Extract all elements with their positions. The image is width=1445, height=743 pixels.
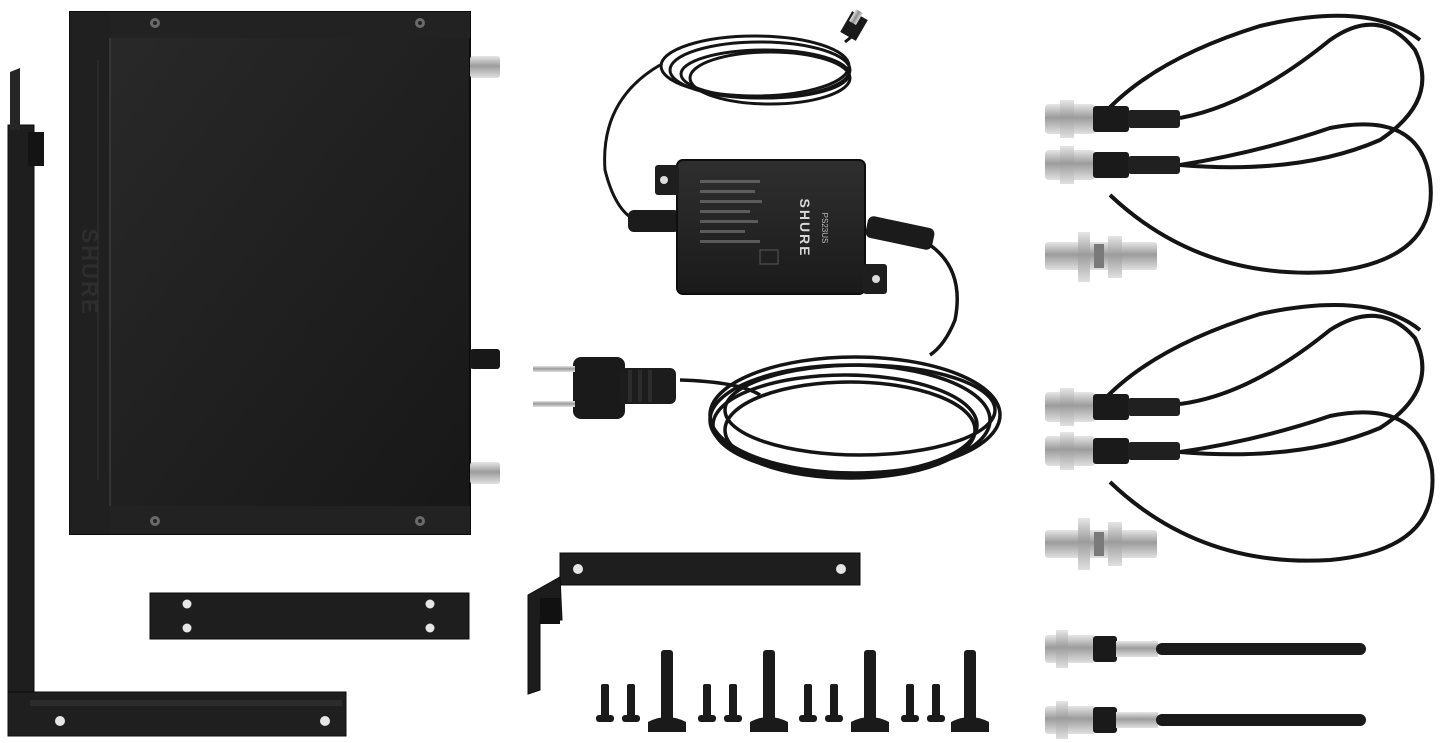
large-screw: [951, 650, 989, 732]
bnc-connector: [1045, 388, 1180, 426]
power-adapter: SHURE PS23US: [533, 8, 1002, 480]
large-screw: [851, 650, 889, 732]
small-screw: [799, 684, 817, 722]
small-screw: [901, 684, 919, 722]
bnc-connector: [1045, 432, 1180, 470]
bnc-connector: [1045, 146, 1180, 184]
small-screw: [927, 684, 945, 722]
whip-antenna-2: [1045, 701, 1366, 739]
bnc-jumper-cable-1: [1045, 13, 1433, 275]
bnc-bulkhead-adapter-1: [1045, 232, 1157, 282]
svg-text:SHURE: SHURE: [77, 228, 102, 315]
bnc-connector: [1045, 100, 1180, 138]
screw-set: [596, 650, 989, 732]
whip-antenna-1: [1045, 630, 1366, 668]
svg-text:PS23US: PS23US: [820, 213, 829, 244]
flat-mounting-bar: [149, 592, 470, 640]
bnc-bulkhead-adapter-2: [1045, 518, 1157, 570]
small-screw: [622, 684, 640, 722]
rack-ear-bracket-short: [527, 552, 861, 695]
small-screw: [825, 684, 843, 722]
svg-text:SHURE: SHURE: [797, 198, 813, 257]
large-screw: [750, 650, 788, 732]
small-screw: [596, 684, 614, 722]
rack-ear-bracket-long: [7, 68, 347, 737]
small-screw: [698, 684, 716, 722]
large-screw: [648, 650, 686, 732]
receiver-chassis-cover: SHURE: [69, 11, 500, 535]
brand-logo: SHURE: [77, 228, 102, 315]
small-screw: [724, 684, 742, 722]
wall-plug: [533, 357, 676, 419]
bnc-jumper-cable-2: [1045, 303, 1435, 563]
adapter-label: SHURE PS23US: [797, 198, 829, 257]
